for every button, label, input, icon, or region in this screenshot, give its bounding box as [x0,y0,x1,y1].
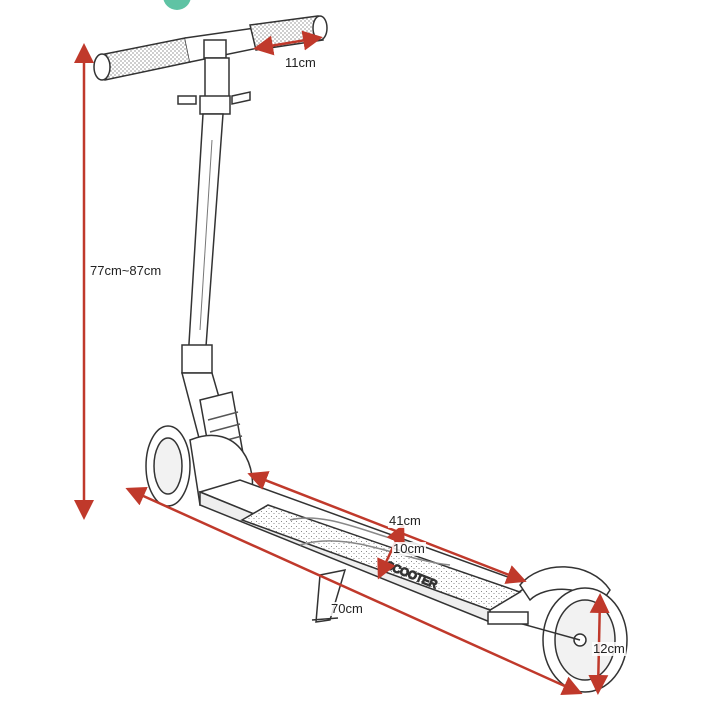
handle-width-label: 11cm [284,55,317,70]
handle-dimension-line [253,30,323,56]
wheel-diameter-label: 12cm [592,641,626,656]
corner-badge [163,0,191,10]
dimension-lines [74,30,610,695]
deck: SCOOTER [197,479,532,624]
deck-length-label: 41cm [388,513,422,528]
deck-width-label: 10cm [392,541,426,556]
handlebar [93,15,328,81]
total-length-label: 70cm [330,601,364,616]
height-range-label: 77cm~87cm [89,263,163,278]
total-length-dimension-line [125,487,583,695]
steering-stem [177,57,251,481]
